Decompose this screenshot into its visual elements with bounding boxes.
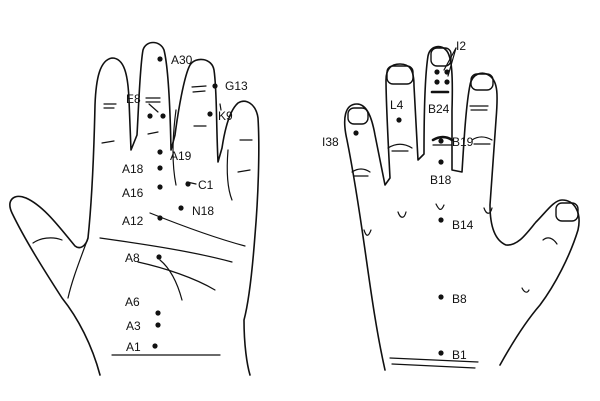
right-nail-thumb <box>555 202 579 222</box>
point-dot[interactable] <box>147 113 153 119</box>
point-dot[interactable] <box>353 130 359 136</box>
point-label: B18 <box>430 173 452 187</box>
point-label: A6 <box>125 295 140 309</box>
left-thumb-inner-line <box>67 237 89 299</box>
point-label: A8 <box>125 251 140 265</box>
right-knuckle-7 <box>469 105 489 111</box>
right-knuckle-10 <box>483 207 493 214</box>
left-k9-leader <box>219 103 222 111</box>
left-finger-crease-3 <box>145 97 161 103</box>
left-hand-labels: A30 G13 E8 K9 A19 A18 C1 A16 N18 A12 A8 … <box>122 53 248 354</box>
right-hand-labels: I2 L4 B24 I38 B19 B18 B14 B8 B1 <box>322 39 474 362</box>
point-label: A30 <box>171 53 193 67</box>
point-dot[interactable] <box>444 79 450 85</box>
point-dot[interactable] <box>438 294 444 300</box>
right-knuckle-5 <box>351 168 371 177</box>
point-label: N18 <box>192 204 214 218</box>
left-thumb-crease <box>32 237 63 244</box>
right-wrist-line-1 <box>389 357 479 363</box>
point-dot[interactable] <box>438 138 444 144</box>
point-label: G13 <box>225 79 248 93</box>
right-hand-outline <box>343 45 580 371</box>
point-dot[interactable] <box>207 111 213 117</box>
left-meridian-line <box>159 259 183 301</box>
point-dot[interactable] <box>152 343 158 349</box>
point-dot[interactable] <box>396 117 402 123</box>
point-dot[interactable] <box>160 113 166 119</box>
point-label: A12 <box>122 214 144 228</box>
point-label: B1 <box>452 348 467 362</box>
point-label: A16 <box>122 186 144 200</box>
left-palm-crease-middle <box>99 237 233 263</box>
right-knuckle-4 <box>471 136 493 145</box>
point-label: A3 <box>126 319 141 333</box>
point-dot[interactable] <box>155 322 161 328</box>
point-label: B19 <box>452 135 474 149</box>
point-dot[interactable] <box>156 254 162 260</box>
right-nail-little <box>347 107 369 125</box>
left-finger-crease-8 <box>237 169 251 173</box>
left-finger-edge-2 <box>226 149 233 201</box>
point-dot[interactable] <box>157 56 163 62</box>
point-label: B8 <box>452 292 467 306</box>
right-wrist-line-2 <box>391 363 476 369</box>
point-label: A1 <box>126 340 141 354</box>
point-dot[interactable] <box>178 205 184 211</box>
left-finger-crease-5 <box>191 85 207 93</box>
left-e8-leader <box>148 103 159 113</box>
point-dot[interactable] <box>434 69 440 75</box>
left-palm-crease-life <box>137 261 216 291</box>
left-hand <box>9 41 260 376</box>
left-finger-crease-4 <box>147 131 159 135</box>
right-knuckle-2 <box>431 135 454 142</box>
right-nail-ring <box>470 73 494 91</box>
right-hand-points <box>353 69 450 356</box>
point-dot[interactable] <box>212 83 218 89</box>
right-knuckle-1 <box>387 143 413 152</box>
point-dot[interactable] <box>157 165 163 171</box>
point-label: L4 <box>390 98 404 112</box>
point-label: E8 <box>126 92 141 106</box>
point-dot[interactable] <box>155 310 161 316</box>
point-dot[interactable] <box>434 79 440 85</box>
point-dot[interactable] <box>157 149 163 155</box>
point-dot[interactable] <box>438 217 444 223</box>
right-thumb-knuckle <box>542 237 558 245</box>
point-dot[interactable] <box>444 69 450 75</box>
point-dot[interactable] <box>185 181 191 187</box>
left-hand-points <box>147 56 218 349</box>
point-label: A18 <box>122 162 144 176</box>
right-knuckle-8 <box>435 203 445 210</box>
right-thumb-wrinkle <box>521 287 530 293</box>
point-label: I38 <box>322 135 339 149</box>
right-hand <box>343 45 580 371</box>
right-nail-index <box>386 65 414 85</box>
point-label: A19 <box>170 149 192 163</box>
left-finger-crease-1 <box>103 103 117 109</box>
point-label: B14 <box>452 218 474 232</box>
point-label: K9 <box>218 109 233 123</box>
right-i2-leader-1 <box>443 47 457 71</box>
point-dot[interactable] <box>157 215 163 221</box>
point-label: I2 <box>456 39 466 53</box>
point-dot[interactable] <box>438 159 444 165</box>
left-hand-outline <box>9 41 260 376</box>
point-dot[interactable] <box>157 184 163 190</box>
point-label: B24 <box>428 102 450 116</box>
left-finger-edge-1 <box>172 109 177 186</box>
point-dot[interactable] <box>438 350 444 356</box>
point-label: C1 <box>198 178 214 192</box>
left-finger-crease-2 <box>101 140 115 144</box>
right-knuckle-11 <box>363 229 372 236</box>
right-knuckle-9 <box>397 211 407 218</box>
